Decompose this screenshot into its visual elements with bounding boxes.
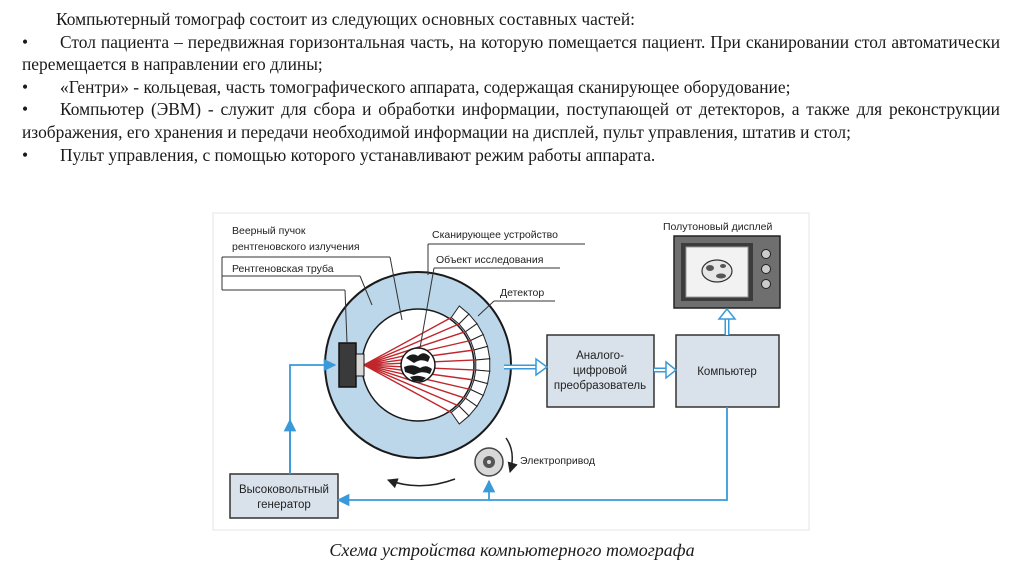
computer-label: Компьютер xyxy=(697,366,757,378)
bullet-text: Стол пациента – передвижная горизонтальн… xyxy=(22,31,1000,75)
beam-ray xyxy=(363,364,452,414)
bullet-text: Компьютер (ЭВМ) - служит для сбора и обр… xyxy=(22,99,1000,142)
bullet-marker: • xyxy=(22,76,29,97)
bullet-control-panel: • Пульт управления, с помощью которого ус… xyxy=(22,144,1000,167)
scanner-label: Сканирующее устройство xyxy=(432,229,558,241)
detector-segment xyxy=(475,358,491,372)
hv-generator-box xyxy=(229,473,339,519)
detector-array xyxy=(450,305,491,425)
adc-label-1: Аналого- xyxy=(576,350,624,362)
bullet-marker: • xyxy=(22,99,29,120)
beam-ray xyxy=(363,364,460,407)
beam-ray xyxy=(363,323,460,366)
label-leaders xyxy=(221,243,585,349)
adc-label-2: цифровой xyxy=(573,365,627,377)
bullet-patient-table: •Стол пациента – передвижная горизонталь… xyxy=(22,31,1000,76)
computer-box xyxy=(675,334,780,408)
object-label: Объект исследования xyxy=(436,254,543,266)
bullet-gantry: • «Гентри» - кольцевая, часть томографиче… xyxy=(22,76,1000,99)
detector-label: Детектор xyxy=(500,287,544,299)
hv-label-2: генератор xyxy=(257,499,311,511)
xray-tube-label: Рентгеновская труба xyxy=(232,263,334,275)
text-block: Компьютерный томограф состоит из следующ… xyxy=(22,8,1000,166)
figure-caption: Схема устройства компьютерного томографа xyxy=(329,540,695,560)
detector-segment xyxy=(450,405,470,425)
adc-box xyxy=(546,334,655,408)
intro-text: Компьютерный томограф состоит из следующ… xyxy=(56,9,636,29)
bullet-marker: • xyxy=(22,31,29,52)
motor xyxy=(474,437,518,477)
bullet-text: Пульт управления, с помощью которого уст… xyxy=(60,144,656,165)
fan-beam-label-1: Веерный пучок xyxy=(232,225,306,237)
hv-label-1: Высоковольтный xyxy=(239,484,329,496)
motor-label: Электропривод xyxy=(520,455,595,467)
bullet-text: «Гентри» - кольцевая, часть томографичес… xyxy=(60,76,791,97)
rotation-arrow xyxy=(387,478,456,489)
adc-label-3: преобразователь xyxy=(554,380,646,392)
bullet-marker: • xyxy=(22,144,29,165)
beam-ray xyxy=(363,316,452,366)
display-label: Полутоновый дисплей xyxy=(663,221,773,233)
flow-arrows xyxy=(283,307,737,507)
fan-beam-label-2: рентгеновского излучения xyxy=(232,241,360,253)
bullet-computer: •Компьютер (ЭВМ) - служит для сбора и об… xyxy=(22,98,1000,143)
xray-tube xyxy=(338,342,365,388)
study-object xyxy=(400,347,436,383)
display-monitor xyxy=(673,235,781,309)
